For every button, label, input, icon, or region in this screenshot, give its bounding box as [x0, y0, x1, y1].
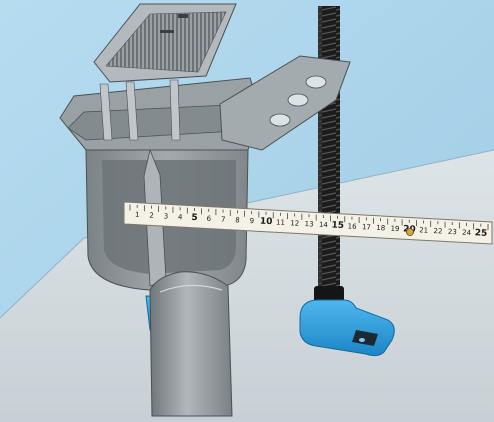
- threaded-rod-icon: [314, 6, 344, 304]
- measuring-tape-icon: 1234567891011121314151617181920212223242…: [123, 201, 493, 245]
- tape-label: 23: [448, 228, 457, 236]
- tape-label: 15: [331, 220, 344, 231]
- tape-label: 7: [221, 215, 226, 223]
- tape-ticks: [129, 204, 489, 230]
- tape-labels: 1234567891011121314151617181920212223242…: [135, 211, 488, 239]
- tape-label: 17: [362, 223, 371, 231]
- tape-label: 21: [419, 226, 428, 234]
- tape-label: 24: [462, 229, 472, 238]
- wall-corner-edge: [0, 237, 85, 319]
- tape-label: 19: [390, 225, 399, 233]
- tape-label: 5: [191, 213, 198, 223]
- tape-label: 2: [149, 212, 154, 220]
- tape-label: 1: [135, 211, 140, 219]
- tape-label: 3: [163, 212, 168, 220]
- tape-label: 25: [474, 228, 487, 239]
- tape-label: 6: [206, 215, 211, 223]
- tape-label: 12: [290, 219, 299, 227]
- tape-label: 10: [260, 217, 273, 228]
- tape-label: 16: [347, 222, 357, 231]
- tape-label: 22: [433, 227, 442, 235]
- tape-label: 4: [178, 213, 183, 221]
- tape-label: 8: [235, 216, 240, 224]
- tape-label: 18: [376, 224, 385, 232]
- tape-label: 9: [249, 217, 254, 225]
- tape-label: 13: [304, 220, 313, 228]
- tape-label: 14: [319, 221, 329, 230]
- adjustment-foot-icon: [299, 299, 395, 357]
- tape-label: 11: [276, 218, 285, 226]
- tape-marker: [406, 228, 414, 236]
- outlet-pipe-icon: [149, 271, 233, 417]
